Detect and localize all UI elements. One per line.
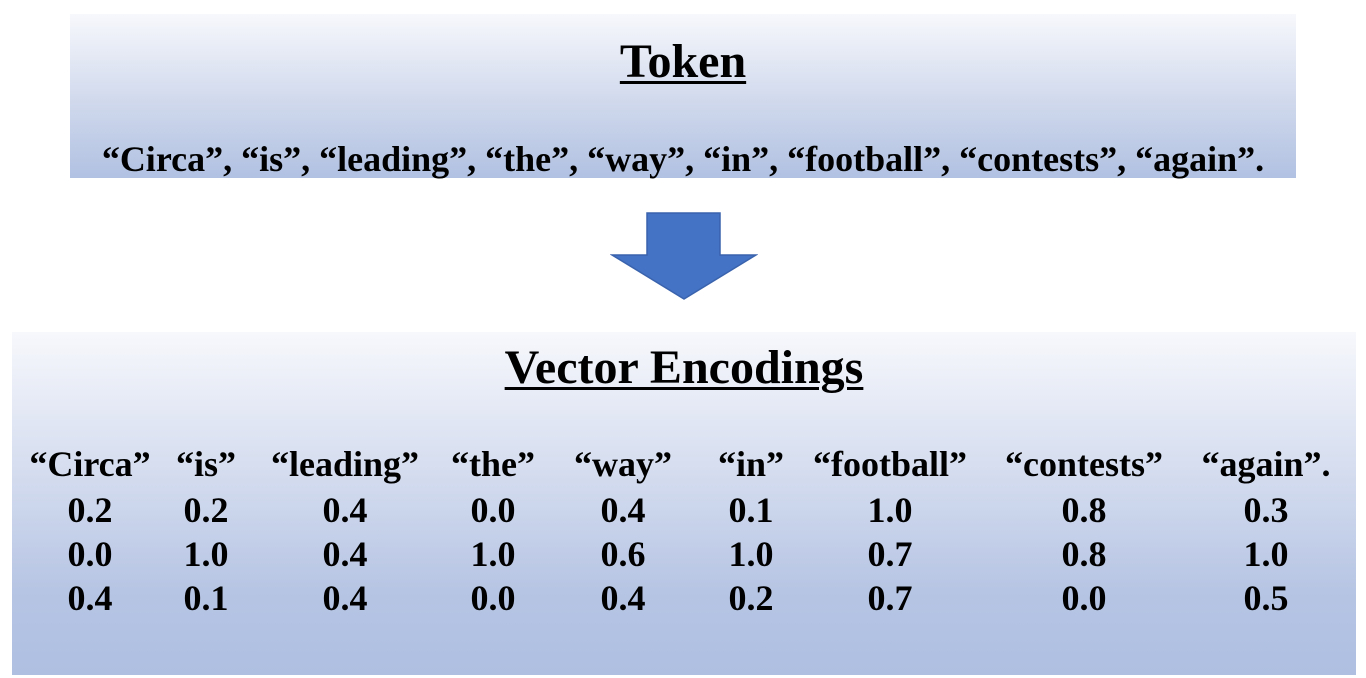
encoding-value: 0.6 — [600, 534, 646, 574]
encoding-token: “football” — [812, 444, 967, 484]
encoding-value: 0.1 — [728, 490, 774, 530]
encoding-token: “contests” — [1005, 444, 1163, 484]
encoding-value: 1.0 — [728, 534, 774, 574]
encoding-value: 1.0 — [867, 490, 913, 530]
encoding-value: 1.0 — [183, 534, 229, 574]
encoding-column: “contests” 0.8 0.8 0.0 — [984, 444, 1184, 620]
encoding-column: “football” 1.0 0.7 0.7 — [790, 444, 990, 620]
token-sentence: “Circa”, “is”, “leading”, “the”, “way”, … — [101, 139, 1265, 179]
encoding-value: 1.0 — [470, 534, 516, 574]
encoding-value: 0.5 — [1243, 578, 1289, 618]
encoding-value: 0.0 — [67, 534, 113, 574]
encoding-value: 0.2 — [728, 578, 774, 618]
encoding-value: 0.8 — [1061, 490, 1107, 530]
encoding-token: “Circa” — [29, 444, 151, 484]
encoding-value: 0.4 — [67, 578, 113, 618]
encoding-column: “is” 0.2 1.0 0.1 — [106, 444, 306, 620]
token-box: Token “Circa”, “is”, “leading”, “the”, “… — [70, 14, 1296, 179]
encoding-value: 0.2 — [67, 490, 113, 530]
encoding-value: 0.0 — [470, 578, 516, 618]
encoding-token: “in” — [717, 444, 785, 484]
encoding-column: “leading” 0.4 0.4 0.4 — [245, 444, 445, 620]
encoding-value: 0.0 — [470, 490, 516, 530]
encoding-token: “is” — [175, 444, 236, 484]
encoding-value: 0.4 — [322, 578, 368, 618]
encoding-value: 0.2 — [183, 490, 229, 530]
encoding-column: “way” 0.4 0.6 0.4 — [523, 444, 723, 620]
encoding-value: 0.0 — [1061, 578, 1107, 618]
encoding-token: “the” — [451, 444, 535, 484]
encoding-token: “leading” — [270, 444, 420, 484]
encoding-token: “again”. — [1201, 444, 1331, 484]
down-arrow-icon — [610, 212, 758, 300]
encoding-token: “way” — [574, 444, 672, 484]
encoding-value: 0.7 — [867, 534, 913, 574]
encoding-value: 0.4 — [322, 534, 368, 574]
encoding-column: “the” 0.0 1.0 0.0 — [393, 444, 593, 620]
encoding-value: 0.4 — [322, 490, 368, 530]
vector-encodings-box: Vector Encodings “Circa” 0.2 0.0 0.4 “is… — [12, 332, 1356, 675]
encoding-value: 1.0 — [1243, 534, 1289, 574]
encoding-value: 0.7 — [867, 578, 913, 618]
encoding-value: 0.4 — [600, 490, 646, 530]
encoding-column: “Circa” 0.2 0.0 0.4 — [0, 444, 190, 620]
encoding-value: 0.4 — [600, 578, 646, 618]
token-title: Token — [619, 35, 747, 88]
vector-encodings-title: Vector Encodings — [504, 341, 864, 394]
encoding-column: “again”. 0.3 1.0 0.5 — [1166, 444, 1366, 620]
encoding-value: 0.1 — [183, 578, 229, 618]
encoding-value: 0.8 — [1061, 534, 1107, 574]
encoding-column: “in” 0.1 1.0 0.2 — [651, 444, 851, 620]
encoding-value: 0.3 — [1243, 490, 1289, 530]
